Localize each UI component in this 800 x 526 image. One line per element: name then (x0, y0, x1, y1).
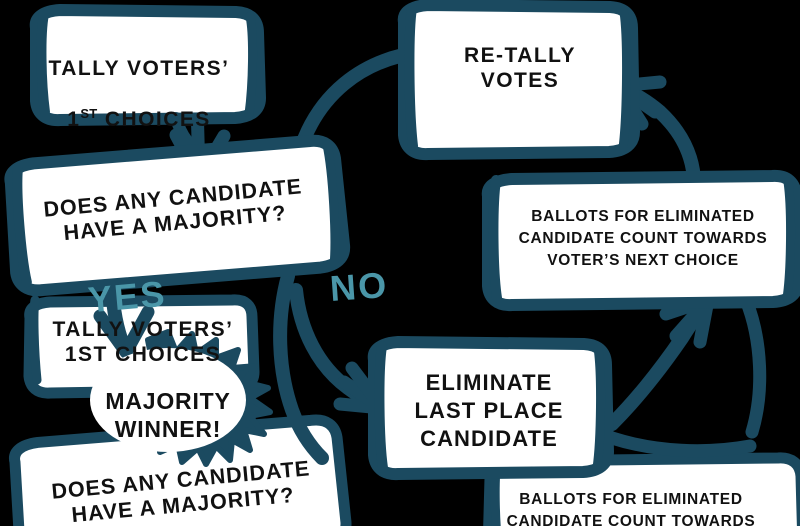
arrow-eliminate-to-ballots (605, 293, 715, 431)
node-retally-votes (397, 0, 640, 161)
arrow-no-path-trunk (273, 269, 329, 465)
node-ballots-next-choice (481, 169, 800, 312)
node-does-any-majority-repeat (9, 414, 352, 526)
node-tally-first-choices (29, 4, 266, 156)
node-eliminate-last-place (367, 336, 614, 481)
node-does-any-majority (4, 134, 351, 297)
arrow-decor-right (605, 293, 767, 458)
node-majority-winner (90, 329, 273, 467)
